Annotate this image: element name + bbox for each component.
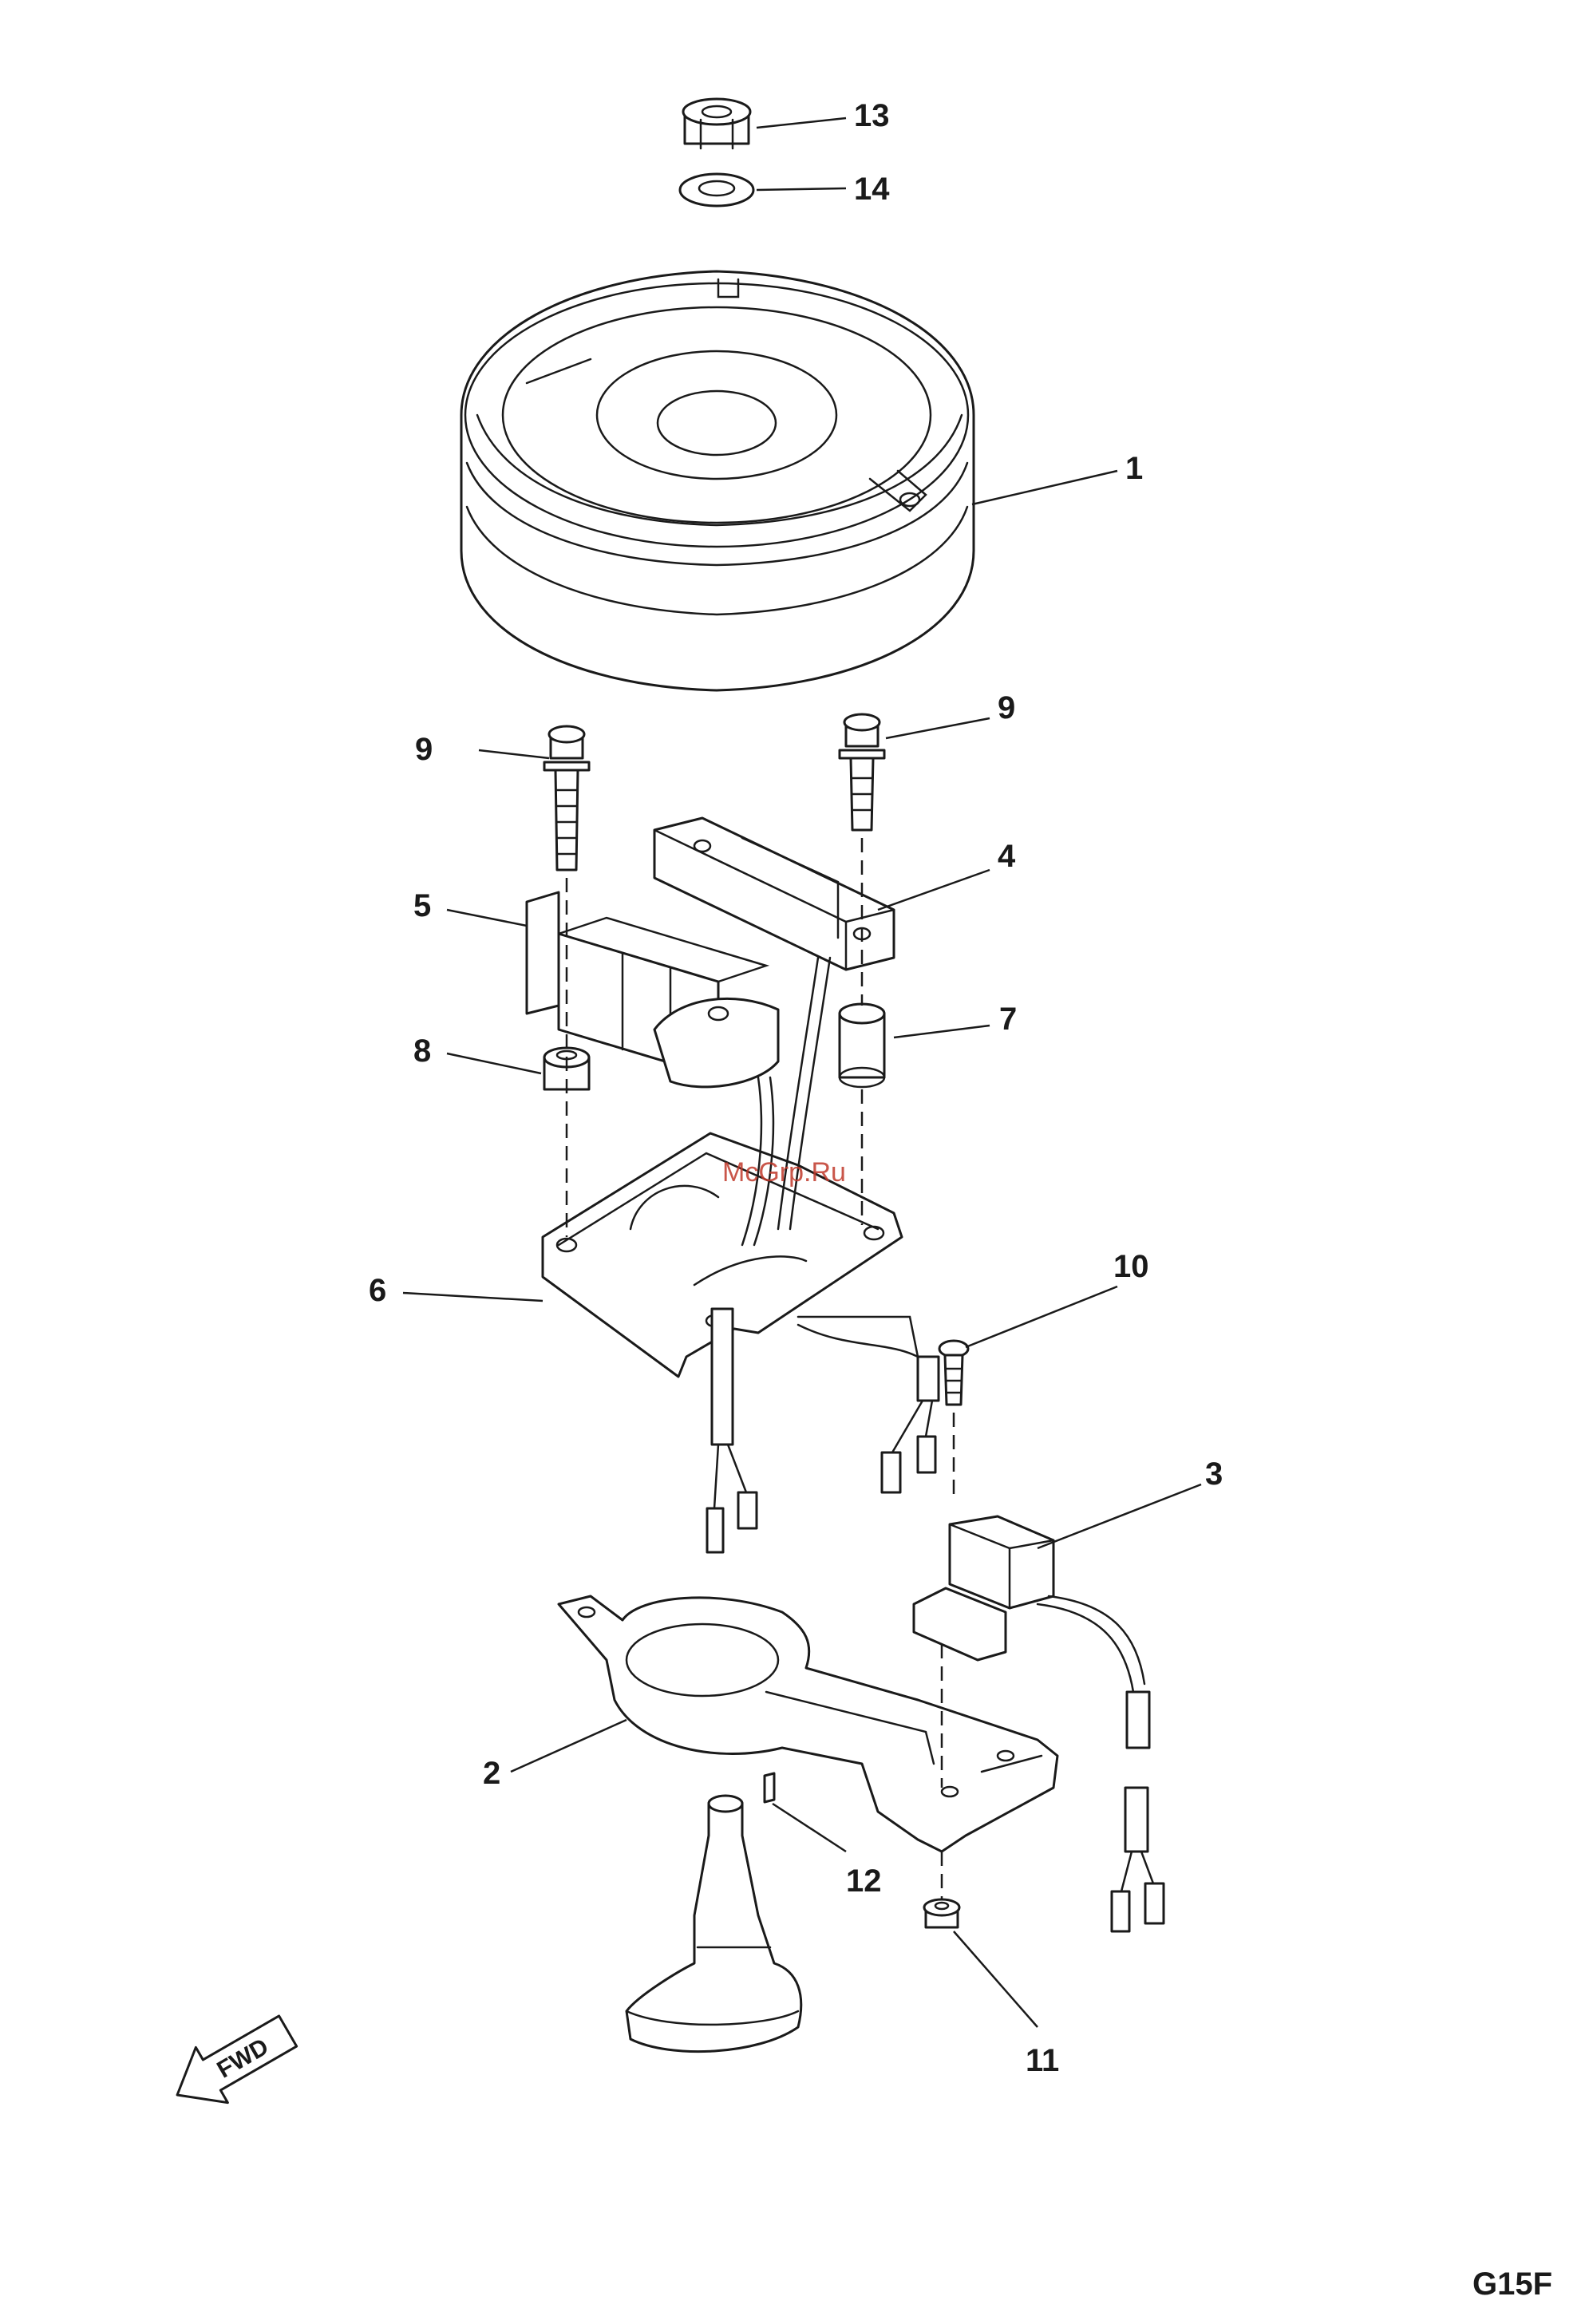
part-14-washer [680, 174, 753, 206]
forward-direction-arrow: FWD [161, 2003, 304, 2122]
part-1-flywheel [461, 271, 974, 690]
callout-4: 4 [998, 839, 1016, 874]
callout-10: 10 [1113, 1249, 1149, 1284]
watermark: McGrp.Ru [722, 1157, 846, 1188]
callout-2: 2 [483, 1756, 500, 1791]
part-11-nut [924, 1899, 959, 1927]
part-12-key [765, 1773, 774, 1802]
callout-3: 3 [1205, 1456, 1223, 1492]
callout-11: 11 [1026, 2043, 1059, 2078]
part-9-bolt-right [840, 714, 884, 830]
part-4-pulser-coil [654, 818, 894, 970]
part-7-collar [840, 1004, 884, 1087]
callout-7: 7 [999, 1002, 1017, 1037]
part-9-bolt-left [544, 726, 589, 870]
crankshaft [627, 1796, 801, 2052]
callout-14: 14 [854, 172, 890, 207]
drawing-code: G15F [1472, 2267, 1552, 2302]
part-13-nut [683, 99, 750, 148]
callout-8: 8 [413, 1034, 431, 1069]
callout-12: 12 [846, 1864, 882, 1899]
callout-5: 5 [413, 888, 431, 923]
callout-9-left: 9 [415, 732, 433, 767]
callout-9-right: 9 [998, 690, 1015, 725]
callout-13: 13 [854, 98, 890, 133]
part-10-screw [939, 1341, 968, 1405]
callout-1: 1 [1125, 451, 1143, 486]
callout-6: 6 [369, 1273, 386, 1308]
